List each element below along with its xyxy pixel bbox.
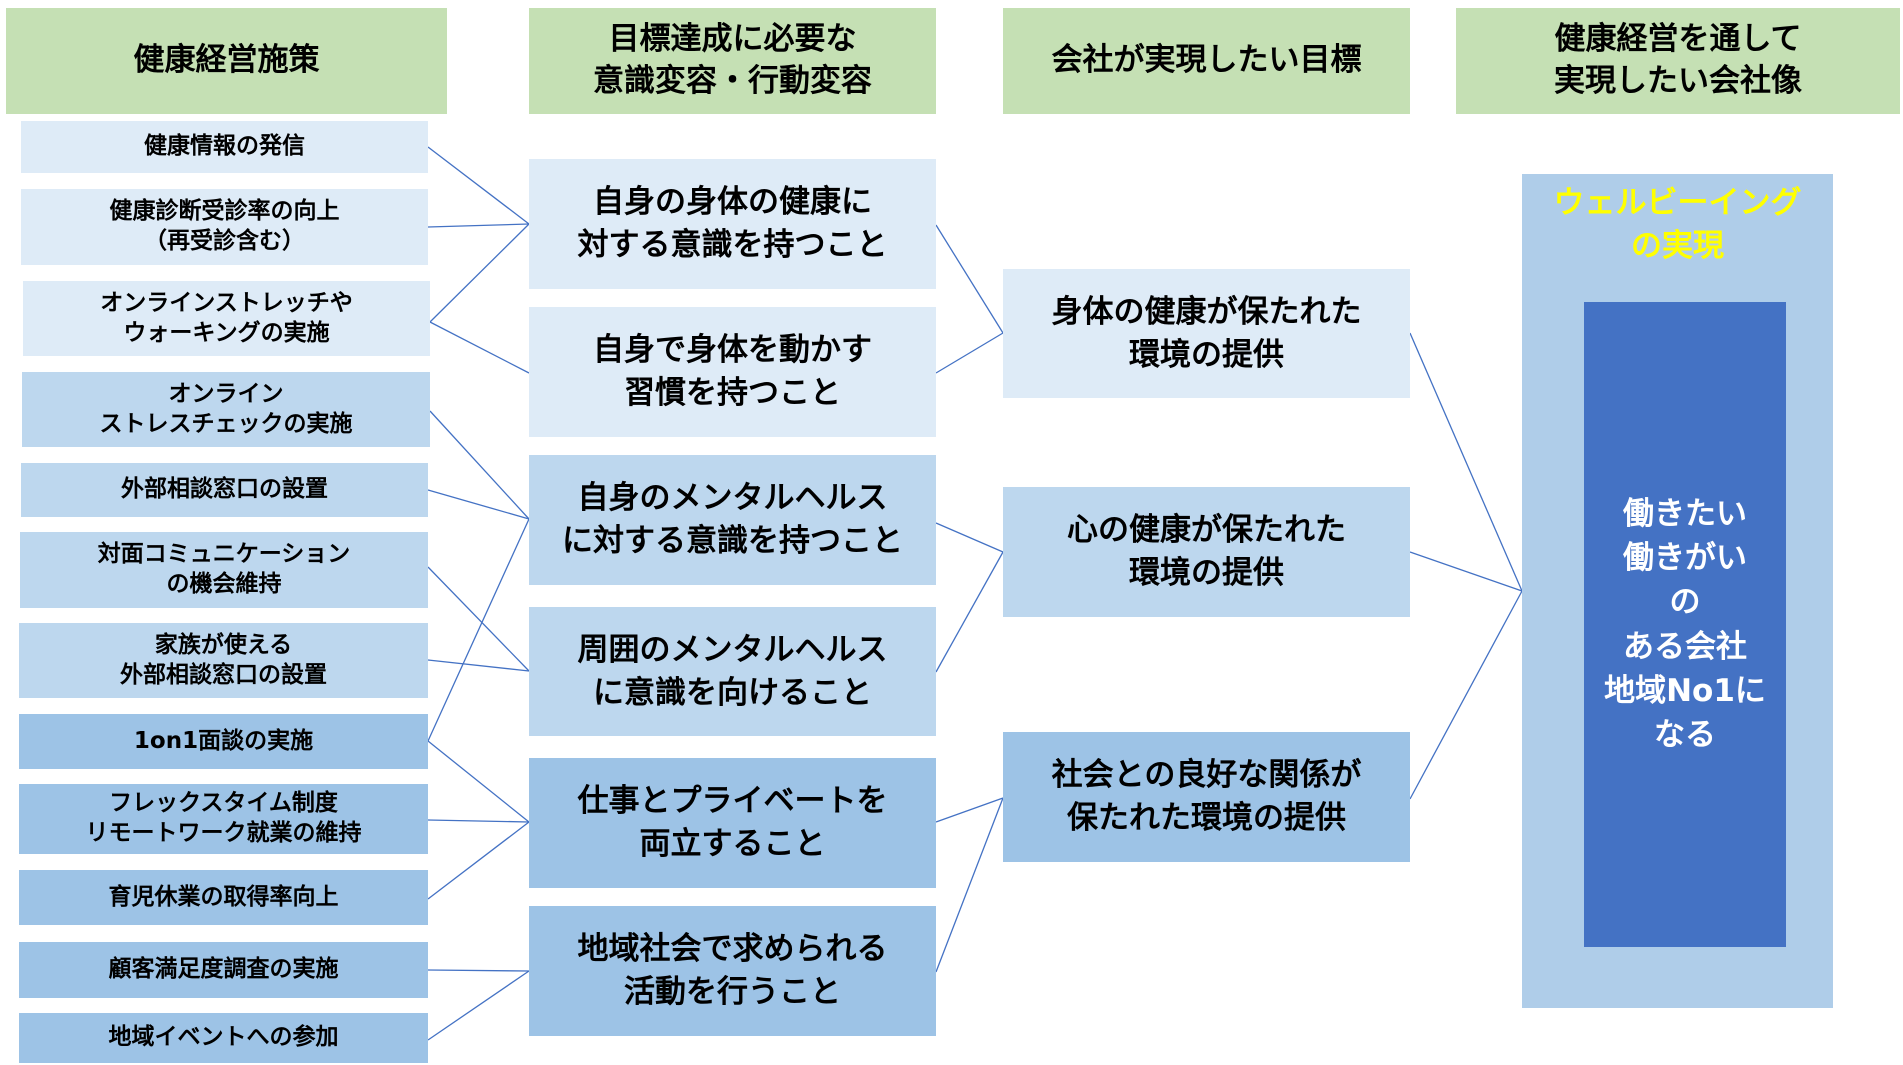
connector-G2-V [1409, 551, 1523, 592]
connector-L4-M3 [429, 410, 530, 520]
vision-statement: 働きたい 働きがい の ある会社 地域No1に なる [1604, 496, 1766, 753]
connector-L2-M1 [427, 223, 530, 228]
connector-L5-M3 [427, 489, 530, 520]
goal-mental-health: 心の健康が保たれた 環境の提供 [1003, 487, 1410, 617]
measure-1on1: 1on1面談の実施 [19, 714, 428, 769]
measure-family-counseling: 家族が使える 外部相談窓口の設置 [19, 623, 428, 698]
header-behavior-change: 目標達成に必要な 意識変容・行動変容 [529, 8, 936, 114]
behavior-exercise-habit: 自身で身体を動かす 習慣を持つこと [529, 307, 936, 437]
connector-L3-M2 [429, 321, 530, 374]
behavior-body-awareness: 自身の身体の健康に 対する意識を持つこと [529, 159, 936, 289]
connector-M4-G2 [935, 551, 1004, 673]
measure-flextime-remote: フレックスタイム制度 リモートワーク就業の維持 [19, 784, 428, 854]
header-measures: 健康経営施策 [6, 8, 447, 114]
measure-external-counseling: 外部相談窓口の設置 [21, 463, 428, 517]
connector-M6-G3 [935, 797, 1004, 973]
measure-customer-survey: 顧客満足度調査の実施 [19, 942, 428, 998]
behavior-others-mental-health: 周囲のメンタルヘルス に意識を向けること [529, 607, 936, 736]
goal-social-relations: 社会との良好な関係が 保たれた環境の提供 [1003, 732, 1410, 862]
measure-online-stretch: オンラインストレッチや ウォーキングの実施 [23, 281, 430, 356]
connector-L11-M6 [427, 969, 530, 972]
connector-G1-V [1409, 332, 1523, 592]
connector-M3-G2 [935, 522, 1004, 553]
behavior-community-activity: 地域社会で求められる 活動を行うこと [529, 906, 936, 1036]
connector-L7-M4 [427, 659, 530, 672]
vision-wellbeing-title: ウェルビーイング の実現 [1553, 185, 1802, 264]
vision-wellbeing-box: ウェルビーイング の実現 働きたい 働きがい の ある会社 地域No1に なる [1522, 174, 1833, 1008]
vision-statement-box: 働きたい 働きがい の ある会社 地域No1に なる [1584, 302, 1786, 947]
header-company-goals: 会社が実現したい目標 [1003, 8, 1410, 114]
connector-L8-M3 [427, 518, 530, 742]
connector-L9-M5 [427, 819, 530, 823]
goal-physical-health: 身体の健康が保たれた 環境の提供 [1003, 269, 1410, 398]
connector-G3-V [1409, 590, 1523, 800]
connector-L10-M5 [427, 821, 530, 900]
behavior-self-mental-health: 自身のメンタルヘルス に対する意識を持つこと [529, 455, 936, 585]
connector-M2-G1 [935, 332, 1004, 374]
measure-health-info: 健康情報の発信 [21, 121, 428, 173]
behavior-work-life-balance: 仕事とプライベートを 両立すること [529, 758, 936, 888]
connector-L1-M1 [427, 146, 530, 225]
header-company-vision: 健康経営を通して 実現したい会社像 [1456, 8, 1900, 114]
measure-health-checkup: 健康診断受診率の向上 （再受診含む） [21, 189, 428, 265]
measure-face-to-face: 対面コミュニケーション の機会維持 [20, 532, 428, 608]
measure-childcare-leave: 育児休業の取得率向上 [19, 870, 428, 925]
connector-L6-M4 [427, 566, 530, 672]
connector-M1-G1 [935, 224, 1004, 334]
connector-M5-G3 [935, 797, 1004, 823]
connector-L8-M5 [427, 740, 530, 823]
connector-L12-M6 [427, 970, 530, 1041]
connector-L3-M1 [429, 223, 530, 323]
measure-local-events: 地域イベントへの参加 [19, 1013, 428, 1063]
measure-stress-check: オンライン ストレスチェックの実施 [22, 372, 430, 447]
